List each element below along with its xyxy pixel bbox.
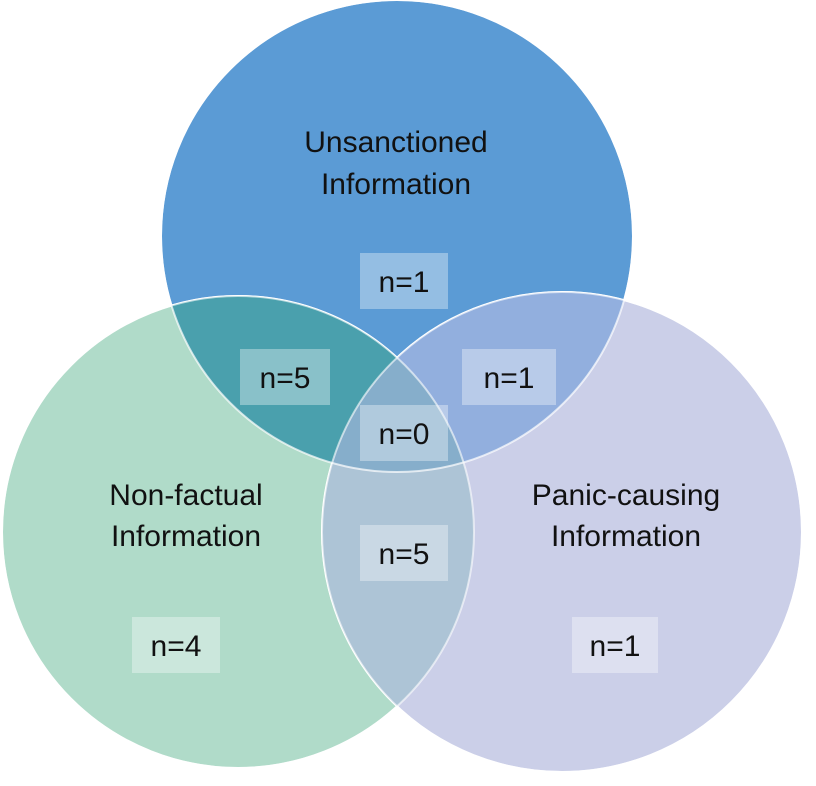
- count-box-unsanctioned-only: n=1: [360, 253, 448, 309]
- count-box-all-three: n=0: [360, 405, 448, 461]
- set-label-unsanctioned-line1: Unsanctioned: [304, 126, 487, 159]
- set-label-unsanctioned-line2: Information: [321, 168, 471, 201]
- set-label-panic-line1: Panic-causing: [532, 479, 720, 512]
- outline-unsanctioned: [160, 0, 634, 473]
- set-label-nonfactual-line1: Non-factual: [109, 479, 262, 512]
- count-box-nonfactual-panic: n=5: [360, 525, 448, 581]
- count-box-nonfactual-only: n=4: [132, 617, 220, 673]
- count-box-panic-only: n=1: [572, 617, 658, 673]
- outline-nonfactual: [1, 295, 475, 769]
- count-box-unsanctioned-panic: n=1: [462, 349, 556, 405]
- count-label: n=1: [379, 266, 430, 299]
- set-label-panic-line2: Information: [551, 520, 701, 553]
- count-label: n=5: [379, 538, 430, 571]
- count-label: n=1: [590, 630, 641, 663]
- count-label: n=5: [260, 362, 311, 395]
- count-box-unsanctioned-nonfactual: n=5: [240, 349, 330, 405]
- set-label-nonfactual-line2: Information: [111, 520, 261, 553]
- outline-panic: [321, 291, 803, 773]
- count-label: n=0: [379, 418, 430, 451]
- count-label: n=4: [151, 630, 202, 663]
- count-label: n=1: [484, 362, 535, 395]
